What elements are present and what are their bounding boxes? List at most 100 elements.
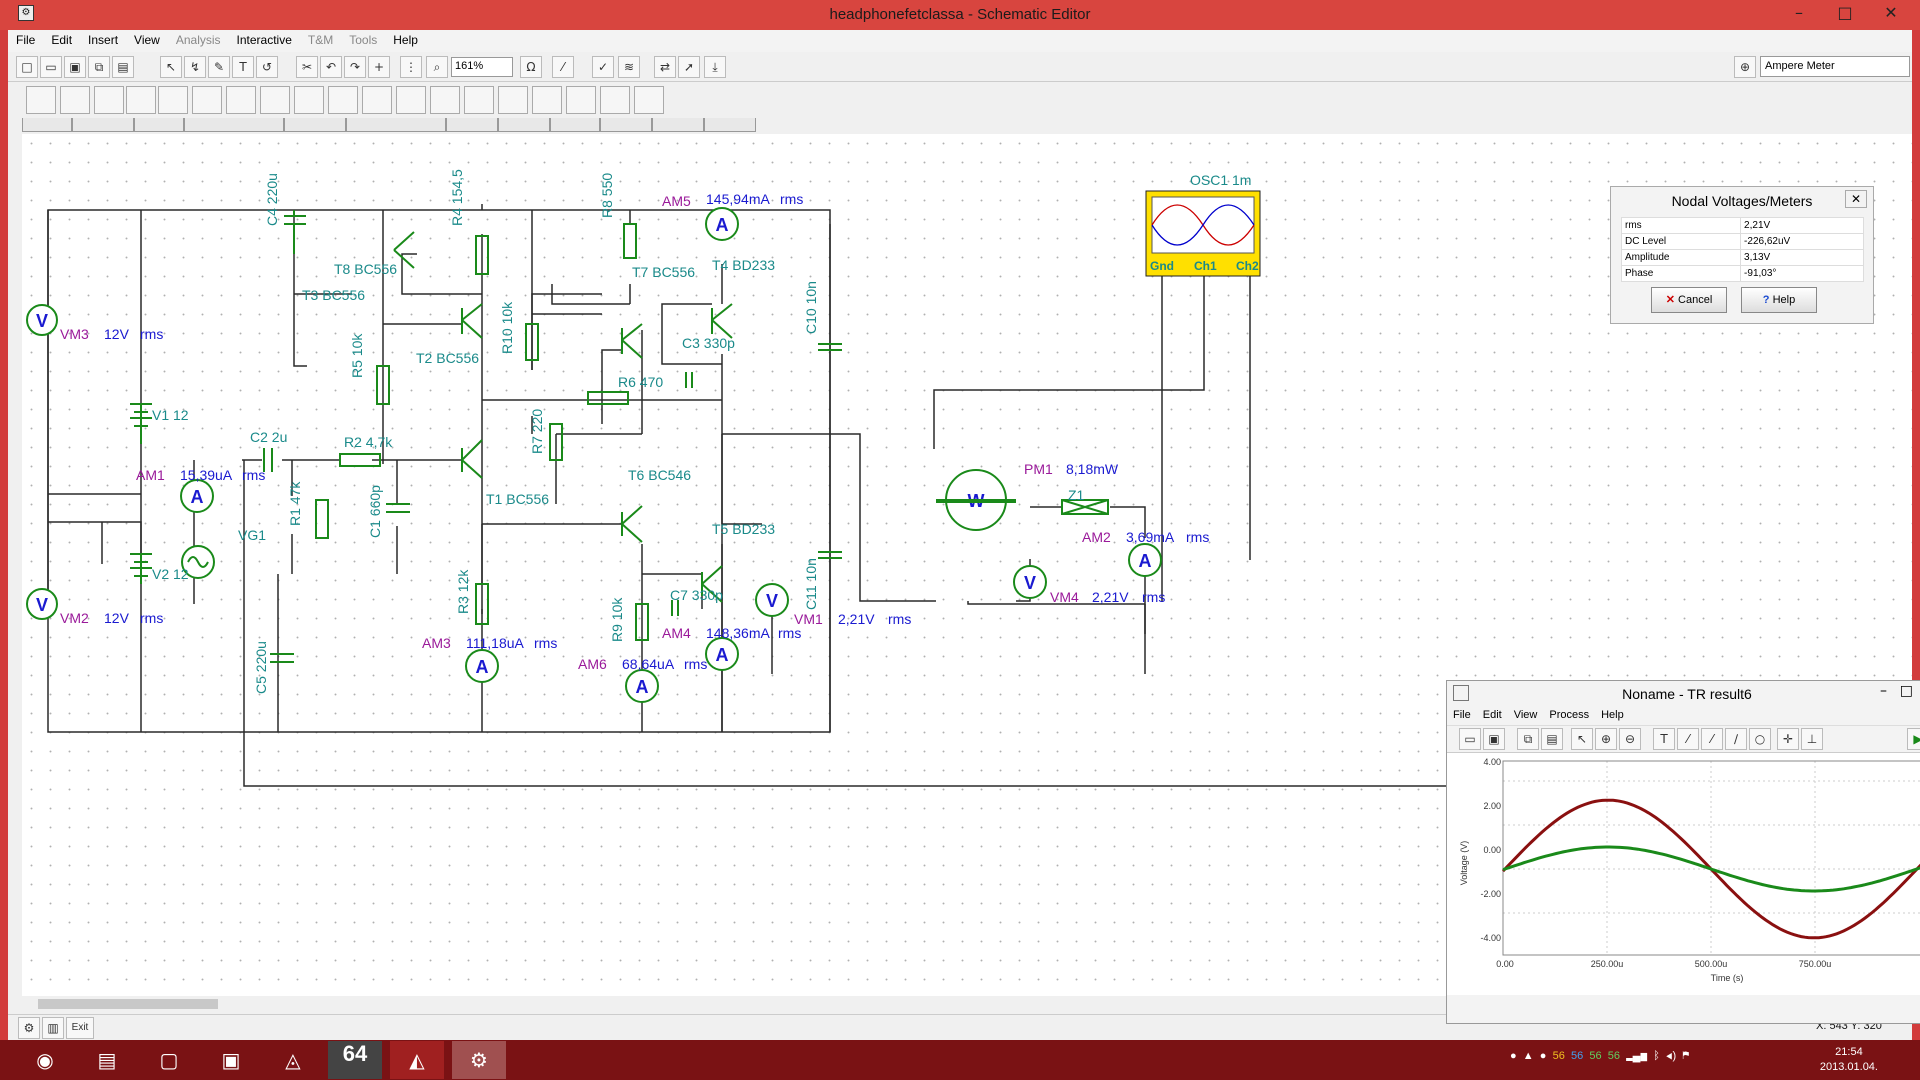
zener-icon[interactable] <box>600 86 630 114</box>
clock[interactable]: 21:54 2013.01.04. <box>1820 1045 1878 1075</box>
wire-icon[interactable]: ↯ <box>184 56 206 78</box>
nodal-close-icon[interactable]: ✕ <box>1845 190 1867 208</box>
transistor-icon[interactable] <box>566 86 596 114</box>
relay-icon[interactable] <box>430 86 460 114</box>
tr-minimize-button[interactable]: – <box>1880 683 1887 699</box>
tr-paste-icon[interactable]: ▤ <box>1541 728 1563 750</box>
tr-menu-view[interactable]: View <box>1513 709 1538 721</box>
red-probe-icon[interactable]: ⤓ <box>704 56 726 78</box>
schematic-view-icon[interactable]: ⚙ <box>18 1017 40 1039</box>
tr-cursor1-icon[interactable]: ⁄ <box>1677 728 1699 750</box>
horizontal-scrollbar[interactable] <box>22 996 1446 1012</box>
add-icon[interactable]: + <box>368 56 390 78</box>
oscilloscope-icon[interactable]: ≋ <box>618 56 640 78</box>
resistor-icon[interactable] <box>226 86 256 114</box>
sine-source-icon[interactable] <box>192 86 222 114</box>
tr-select-icon[interactable]: ↖ <box>1571 728 1593 750</box>
generator-icon[interactable] <box>158 86 188 114</box>
meter-select[interactable]: Ampere Meter <box>1760 56 1910 77</box>
current-source-icon[interactable] <box>126 86 156 114</box>
open-file-icon[interactable]: ▭ <box>40 56 62 78</box>
tr-cursor2-icon[interactable]: ⁄ <box>1701 728 1723 750</box>
close-button[interactable]: ✕ <box>1884 3 1898 22</box>
tr-marker-icon[interactable]: ✛ <box>1777 728 1799 750</box>
menu-tools[interactable]: Tools <box>349 33 378 47</box>
tab-rf[interactable] <box>652 118 704 132</box>
oscilloscope[interactable] <box>1145 190 1261 277</box>
help-button[interactable]: ? Help <box>1741 287 1817 313</box>
grid-icon[interactable]: ⋮ <box>400 56 422 78</box>
rotate-icon[interactable]: ↺ <box>256 56 278 78</box>
tray-icon[interactable]: ● <box>1510 1050 1517 1062</box>
chrome-icon[interactable]: ◉ <box>36 1048 54 1072</box>
tr-menu-edit[interactable]: Edit <box>1482 709 1502 721</box>
tr-axis-icon[interactable]: ⊥ <box>1801 728 1823 750</box>
tr-plot[interactable]: 4.00 2.00 0.00 -2.00 -4.00 0.00 250.00u … <box>1447 753 1920 995</box>
battery-icon[interactable] <box>94 86 124 114</box>
tr-zoom-out-icon[interactable]: ⊖ <box>1619 728 1641 750</box>
title-bar[interactable]: ⚙ headphonefetclassa - Schematic Editor … <box>0 0 1920 30</box>
tray-temp[interactable]: 56 <box>1607 1050 1620 1062</box>
bluetooth-icon[interactable]: ᛒ <box>1653 1050 1660 1062</box>
probe-icon[interactable]: ⁄ <box>552 56 574 78</box>
paste-icon[interactable]: ▤ <box>112 56 134 78</box>
resistor-vertical-icon[interactable] <box>260 86 290 114</box>
lamp-icon[interactable] <box>498 86 528 114</box>
tray-temp[interactable]: 56 <box>1589 1050 1602 1062</box>
ground-icon[interactable] <box>26 86 56 114</box>
motor-icon[interactable] <box>532 86 562 114</box>
explorer-icon[interactable]: ▤ <box>97 1048 117 1072</box>
tr-tabs[interactable] <box>1451 1005 1911 1017</box>
network-icon[interactable]: ▂▄▆ <box>1626 1050 1648 1062</box>
menu-interactive[interactable]: Interactive <box>236 33 292 47</box>
app-64-icon[interactable]: 64 <box>328 1041 382 1079</box>
meter-icon[interactable]: ⊕ <box>1734 56 1756 78</box>
inductor-icon[interactable] <box>328 86 358 114</box>
undo-icon[interactable]: ↶ <box>320 56 342 78</box>
tab-basic[interactable] <box>22 118 72 132</box>
capacitor-icon[interactable] <box>294 86 324 114</box>
tray-icon[interactable]: ● <box>1539 1050 1547 1062</box>
ac-analysis-icon[interactable]: Ω <box>520 56 542 78</box>
transformer-icon[interactable] <box>362 86 392 114</box>
tab-digital[interactable] <box>346 118 446 132</box>
tr-line-icon[interactable]: ∕ <box>1725 728 1747 750</box>
tina-icon[interactable]: ⚙ <box>452 1041 506 1079</box>
switch-icon[interactable] <box>464 86 494 114</box>
tab-logic[interactable] <box>284 118 346 132</box>
tab-controls[interactable] <box>498 118 550 132</box>
zoom-select[interactable]: 161% <box>451 57 513 77</box>
flag-icon[interactable]: ⚑ <box>1682 1050 1689 1062</box>
menu-analysis[interactable]: Analysis <box>175 33 221 47</box>
app-icon[interactable]: ⚙ <box>18 5 34 21</box>
menu-view[interactable]: View <box>134 33 160 47</box>
tr-text-icon[interactable]: T <box>1653 728 1675 750</box>
text-tool-icon[interactable]: T <box>232 56 254 78</box>
matlab-icon[interactable]: ◭ <box>390 1041 444 1079</box>
diagram-view-icon[interactable]: ▥ <box>42 1017 64 1039</box>
tab-sources[interactable] <box>134 118 184 132</box>
copy-icon[interactable]: ⧉ <box>88 56 110 78</box>
tab-semiconductors[interactable] <box>72 118 134 132</box>
tab-special[interactable] <box>550 118 600 132</box>
component-toggle-icon[interactable]: ⇄ <box>654 56 676 78</box>
tray-temp[interactable]: 56 <box>1552 1050 1565 1062</box>
tab-misc[interactable] <box>704 118 756 132</box>
tr-menu-process[interactable]: Process <box>1549 709 1590 721</box>
fuse-icon[interactable] <box>634 86 664 114</box>
tr-menu-file[interactable]: File <box>1453 709 1471 721</box>
exit-button[interactable]: Exit <box>66 1017 94 1039</box>
menu-tm[interactable]: T&M <box>307 33 334 47</box>
tr-save-icon[interactable]: ▣ <box>1483 728 1505 750</box>
tr-maximize-button[interactable]: □ <box>1899 683 1913 699</box>
tab-vhdl[interactable] <box>600 118 652 132</box>
tr-open-icon[interactable]: ▭ <box>1459 728 1481 750</box>
desktop-icon[interactable]: ▢ <box>159 1048 179 1072</box>
volume-icon[interactable]: ◀) <box>1665 1050 1677 1062</box>
cat-app-icon[interactable]: ◬ <box>285 1048 301 1072</box>
cut-icon[interactable]: ✂ <box>296 56 318 78</box>
minimize-button[interactable]: – <box>1795 3 1803 22</box>
scroll-thumb[interactable] <box>38 999 218 1009</box>
save-icon[interactable]: ▣ <box>64 56 86 78</box>
tr-menu-help[interactable]: Help <box>1601 709 1624 721</box>
